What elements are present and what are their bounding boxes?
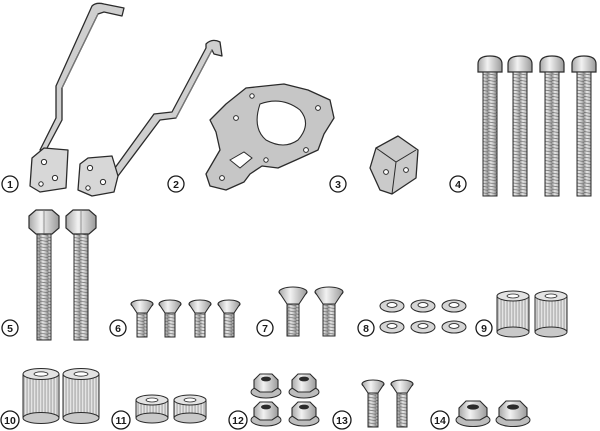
part-14-nuts xyxy=(455,400,531,427)
callout-14-label: 14 xyxy=(434,415,446,427)
bolt-4b xyxy=(507,55,533,197)
bolt-4a xyxy=(477,55,503,197)
callout-2: 2 xyxy=(167,175,185,193)
callout-4: 4 xyxy=(449,175,467,193)
part-6-short-screws xyxy=(130,299,241,338)
callout-12-label: 12 xyxy=(232,415,244,427)
spacer-11a xyxy=(135,394,169,424)
callout-8-label: 8 xyxy=(363,323,369,335)
washer-8a xyxy=(379,299,405,313)
callout-3: 3 xyxy=(329,175,347,193)
part-8-washers xyxy=(379,299,467,334)
callout-13: 13 xyxy=(332,410,352,430)
part-12-nuts xyxy=(250,373,320,427)
washer-8e xyxy=(410,320,436,334)
callout-6: 6 xyxy=(109,319,127,337)
washer-8f xyxy=(441,320,467,334)
small-bracket xyxy=(369,135,419,195)
part-10-spacers xyxy=(22,368,100,424)
callout-13-label: 13 xyxy=(336,415,348,427)
part-4-long-bolts xyxy=(477,55,597,197)
callout-7: 7 xyxy=(256,319,274,337)
callouts: 1 2 3 4 5 6 7 8 xyxy=(0,175,493,430)
part-11-spacers xyxy=(135,394,207,424)
callout-10-label: 10 xyxy=(4,415,16,427)
callout-10: 10 xyxy=(0,410,20,430)
callout-12: 12 xyxy=(228,410,248,430)
nut-12d xyxy=(288,401,320,427)
nut-12b xyxy=(288,373,320,399)
callout-5-label: 5 xyxy=(7,323,13,335)
bolt-4c xyxy=(539,55,565,197)
part-13-screws xyxy=(361,379,414,428)
bolt-5a xyxy=(28,209,60,341)
washer-8d xyxy=(379,320,405,334)
callout-7-label: 7 xyxy=(262,323,268,335)
callout-5: 5 xyxy=(1,319,19,337)
nut-14a xyxy=(455,400,491,427)
part-3-mounting-plate xyxy=(205,83,335,191)
washer-8c xyxy=(441,299,467,313)
callout-8: 8 xyxy=(357,319,375,337)
callout-3-label: 3 xyxy=(335,179,341,191)
callout-14: 14 xyxy=(430,410,450,430)
nut-12a xyxy=(250,373,282,399)
part-5-hex-bolts xyxy=(28,209,97,341)
washer-8b xyxy=(410,299,436,313)
nut-14b xyxy=(495,400,531,427)
part-2-right-arm xyxy=(77,39,223,197)
callout-11-label: 11 xyxy=(115,415,126,427)
part-9-spacers xyxy=(496,290,568,338)
callout-11: 11 xyxy=(111,410,131,430)
part-7-screws xyxy=(278,286,344,337)
screw-13a xyxy=(361,379,385,428)
screw-13b xyxy=(390,379,414,428)
spacer-10b xyxy=(62,368,100,424)
spacer-9b xyxy=(534,290,568,338)
callout-1-label: 1 xyxy=(7,179,13,191)
screw-6b xyxy=(158,299,182,338)
bolt-5b xyxy=(65,209,97,341)
callout-4-label: 4 xyxy=(455,179,461,191)
screw-6a xyxy=(130,299,154,338)
callout-6-label: 6 xyxy=(115,323,121,335)
callout-2-label: 2 xyxy=(173,179,179,191)
spacer-10a xyxy=(22,368,60,424)
bolt-4d xyxy=(571,55,597,197)
screw-7a xyxy=(278,286,308,337)
callout-9-label: 9 xyxy=(481,323,487,335)
spacer-9a xyxy=(496,290,530,338)
part-1-left-arm xyxy=(29,2,125,193)
screw-6d xyxy=(217,299,241,338)
callout-1: 1 xyxy=(1,175,19,193)
screw-7b xyxy=(314,286,344,337)
spacer-11b xyxy=(173,394,207,424)
nut-12c xyxy=(250,401,282,427)
callout-9: 9 xyxy=(475,319,493,337)
screw-6c xyxy=(188,299,212,338)
